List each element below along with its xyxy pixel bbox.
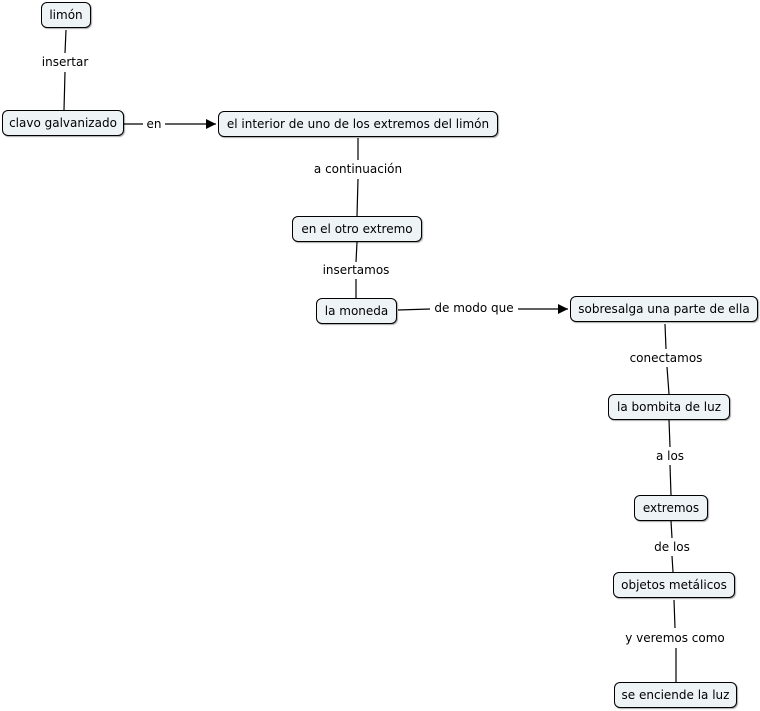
concept-label: sobresalga una parte de ella <box>578 302 750 316</box>
concept-label: limón <box>49 8 83 22</box>
concept-label: el interior de uno de los extremos del l… <box>226 117 490 131</box>
concept-enciende-luz[interactable]: se enciende la luz <box>614 682 737 708</box>
concept-label: en el otro extremo <box>301 222 413 236</box>
concept-la-moneda[interactable]: la moneda <box>316 298 397 324</box>
line-objetos-yveremos <box>673 599 676 629</box>
concept-label: la bombita de luz <box>616 400 722 414</box>
concept-sobresalga[interactable]: sobresalga una parte de ella <box>570 296 758 322</box>
link-de-modo-que[interactable]: de modo que <box>431 301 517 315</box>
concept-otro-extremo[interactable]: en el otro extremo <box>292 216 422 242</box>
concept-label: la moneda <box>324 304 389 318</box>
concept-label: extremos <box>642 501 700 515</box>
link-en[interactable]: en <box>143 117 165 131</box>
line-limon-insertar <box>64 29 67 54</box>
concept-extremos[interactable]: extremos <box>634 495 708 521</box>
concept-interior-limon[interactable]: el interior de uno de los extremos del l… <box>218 111 498 137</box>
link-de-los[interactable]: de los <box>651 540 693 554</box>
concept-clavo-galvanizado[interactable]: clavo galvanizado <box>2 110 124 136</box>
link-insertamos[interactable]: insertamos <box>319 263 393 277</box>
line-otroextremo-insertamos <box>355 241 358 263</box>
concept-limon[interactable]: limón <box>41 2 91 28</box>
concept-objetos-metalicos[interactable]: objetos metálicos <box>613 572 735 598</box>
line-sobresalga-conectamos <box>664 323 667 350</box>
line-delos-objetos <box>671 555 674 573</box>
line-bombita-alos <box>668 419 671 448</box>
concept-bombita-luz[interactable]: la bombita de luz <box>608 394 730 420</box>
line-extremos-delos <box>670 520 673 539</box>
link-a-continuacion[interactable]: a continuación <box>310 162 406 176</box>
line-conectamos-bombita <box>666 366 670 395</box>
line-insertar-clavo <box>63 71 66 111</box>
line-moneda-demodoque <box>397 308 431 311</box>
line-alos-extremos <box>669 464 672 496</box>
concept-label: clavo galvanizado <box>9 116 117 130</box>
link-insertar[interactable]: insertar <box>38 55 92 69</box>
line-acontinuacion-otroextremo <box>356 178 359 217</box>
concept-label: se enciende la luz <box>621 688 730 702</box>
link-conectamos[interactable]: conectamos <box>626 351 706 365</box>
concept-label: objetos metálicos <box>621 578 727 592</box>
link-y-veremos-como[interactable]: y veremos como <box>622 631 728 645</box>
link-a-los[interactable]: a los <box>652 449 688 463</box>
